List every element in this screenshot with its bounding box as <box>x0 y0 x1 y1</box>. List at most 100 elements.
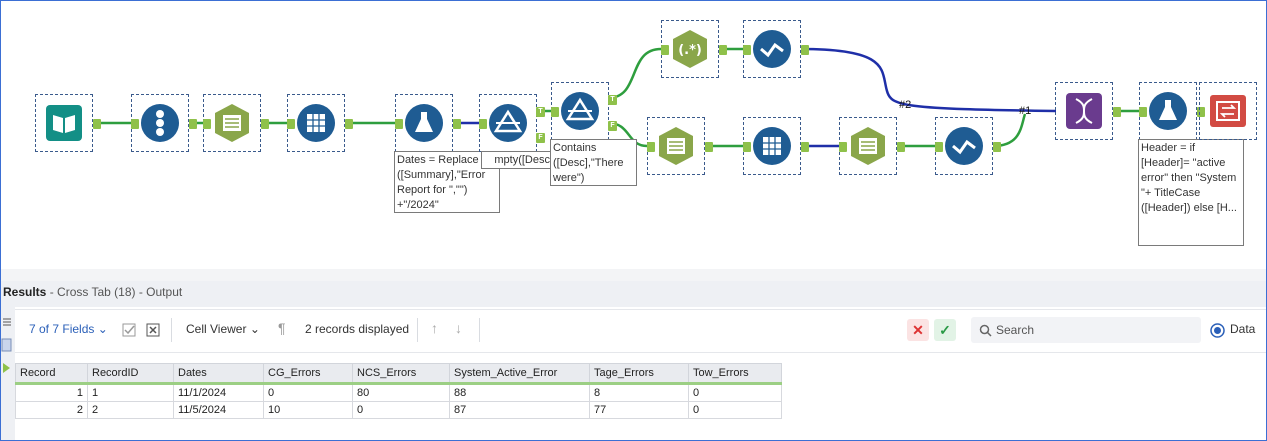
false-anchor[interactable]: F <box>536 133 545 143</box>
cell-recordid[interactable]: 1 <box>87 383 174 402</box>
input-anchor[interactable] <box>287 119 295 129</box>
data-label: Data <box>1230 322 1256 336</box>
cell-system-active-error[interactable]: 88 <box>449 383 590 402</box>
filter-tool-contains[interactable]: T F <box>551 82 617 140</box>
output-anchor[interactable] <box>453 119 461 129</box>
input-anchor[interactable] <box>131 119 139 129</box>
output-anchor[interactable] <box>93 119 101 129</box>
output-anchor[interactable] <box>897 142 905 152</box>
input-data-tool[interactable] <box>35 94 101 152</box>
output-anchor[interactable] <box>1113 107 1121 117</box>
select-tool[interactable] <box>203 94 269 152</box>
output-anchor[interactable] <box>801 45 809 55</box>
input-anchor[interactable] <box>395 119 403 129</box>
output-anchor[interactable] <box>705 142 713 152</box>
formula-tool-dates[interactable] <box>395 94 461 152</box>
record-id-tool[interactable] <box>131 94 197 152</box>
cell-cg-errors[interactable]: 0 <box>263 383 353 402</box>
cell-record[interactable]: 1 <box>15 383 88 402</box>
cell-tow-errors[interactable]: 0 <box>688 401 782 419</box>
multi-field-formula-tool[interactable] <box>287 94 353 152</box>
cell-tow-errors[interactable]: 0 <box>688 383 782 402</box>
cell-tage-errors[interactable]: 77 <box>589 401 689 419</box>
input-anchor[interactable] <box>479 119 487 129</box>
cell-ncs-errors[interactable]: 80 <box>352 383 450 402</box>
input-anchor[interactable] <box>661 45 669 55</box>
input-anchor[interactable] <box>839 142 847 152</box>
cancel-x-icon[interactable]: ✕ <box>907 319 929 341</box>
cell-viewer-dropdown[interactable]: Cell Viewer ⌄ <box>186 322 260 336</box>
cell-ncs-errors[interactable]: 0 <box>352 401 450 419</box>
formula-tool-header[interactable] <box>1139 82 1205 140</box>
fields-label: 7 of 7 Fields <box>29 322 95 336</box>
clear-box-icon[interactable] <box>146 323 160 337</box>
output-anchor[interactable] <box>345 119 353 129</box>
results-table: Record RecordID Dates CG_Errors NCS_Erro… <box>15 363 782 419</box>
edit-checkbox-icon[interactable] <box>122 323 136 337</box>
cell-system-active-error[interactable]: 87 <box>449 401 590 419</box>
multi-field-icon <box>753 127 791 165</box>
input-anchor[interactable] <box>743 45 751 55</box>
select-tool-3[interactable] <box>839 117 905 175</box>
col-header-record[interactable]: Record <box>15 363 88 385</box>
wire-cleanse1-to-union <box>800 47 1057 113</box>
true-anchor[interactable]: T <box>608 95 617 105</box>
data-cleansing-tool-1[interactable] <box>743 20 809 78</box>
output-anchor[interactable] <box>261 119 269 129</box>
input-anchor[interactable] <box>647 142 655 152</box>
arrow-down-icon[interactable]: ↓ <box>455 320 462 336</box>
input-anchor[interactable] <box>935 142 943 152</box>
workflow-canvas[interactable]: #2 #1 <box>1 1 1266 263</box>
annotation-contains: Contains ([Desc],"There were") <box>550 139 637 186</box>
search-placeholder: Search <box>996 323 1035 337</box>
input-anchor[interactable] <box>551 107 559 117</box>
cross-tab-icon <box>1210 95 1246 127</box>
union-tool[interactable] <box>1055 82 1121 140</box>
col-header-recordid[interactable]: RecordID <box>87 363 174 385</box>
cell-dates[interactable]: 11/1/2024 <box>173 383 264 402</box>
annotation-header-formula: Header = if [Header]= "active error" the… <box>1138 139 1244 246</box>
output-anchor[interactable] <box>801 142 809 152</box>
false-anchor[interactable]: F <box>608 121 617 131</box>
table-row[interactable]: 2 2 11/5/2024 10 0 87 77 0 <box>15 401 782 419</box>
col-header-tow-errors[interactable]: Tow_Errors <box>688 363 782 385</box>
col-header-cg-errors[interactable]: CG_Errors <box>263 363 353 385</box>
col-header-system-active-error[interactable]: System_Active_Error <box>449 363 590 385</box>
select-icon <box>215 104 249 142</box>
cell-dates[interactable]: 11/5/2024 <box>173 401 264 419</box>
results-title: Results <box>3 285 47 299</box>
output-anchor[interactable] <box>993 142 1001 152</box>
select-tool-2[interactable] <box>647 117 713 175</box>
regex-tool[interactable]: (.*) <box>661 20 727 78</box>
cell-recordid[interactable]: 2 <box>87 401 174 419</box>
data-cleansing-tool-2[interactable] <box>935 117 1001 175</box>
arrow-up-icon[interactable]: ↑ <box>431 320 438 336</box>
table-row[interactable]: 1 1 11/1/2024 0 80 88 8 0 <box>15 383 782 402</box>
search-box[interactable]: Search <box>971 317 1201 343</box>
fields-dropdown[interactable]: 7 of 7 Fields ⌄ <box>29 322 108 336</box>
input-anchor[interactable] <box>1139 107 1147 117</box>
confirm-check-icon[interactable]: ✓ <box>934 319 956 341</box>
cell-cg-errors[interactable]: 10 <box>263 401 353 419</box>
input-anchor[interactable] <box>203 119 211 129</box>
multi-field-formula-tool-2[interactable] <box>743 117 809 175</box>
records-count: 2 records displayed <box>305 322 410 336</box>
filter-tool-isempty[interactable]: T F <box>479 94 545 152</box>
select-icon <box>659 127 693 165</box>
flask-icon <box>1149 92 1187 130</box>
input-anchor[interactable] <box>743 142 751 152</box>
cell-tage-errors[interactable]: 8 <box>589 383 689 402</box>
filter-icon <box>489 104 527 142</box>
output-anchor[interactable] <box>719 45 727 55</box>
col-header-tage-errors[interactable]: Tage_Errors <box>589 363 689 385</box>
panel-divider[interactable] <box>1 269 1266 281</box>
data-radio-icon[interactable] <box>1210 323 1225 338</box>
cross-tab-tool[interactable] <box>1199 82 1257 140</box>
col-header-ncs-errors[interactable]: NCS_Errors <box>352 363 450 385</box>
col-header-dates[interactable]: Dates <box>173 363 264 385</box>
cell-record[interactable]: 2 <box>15 401 88 419</box>
output-anchor[interactable] <box>1197 107 1205 117</box>
pilcrow-icon[interactable]: ¶ <box>278 320 286 336</box>
output-anchor[interactable] <box>189 119 197 129</box>
true-anchor[interactable]: T <box>536 107 545 117</box>
